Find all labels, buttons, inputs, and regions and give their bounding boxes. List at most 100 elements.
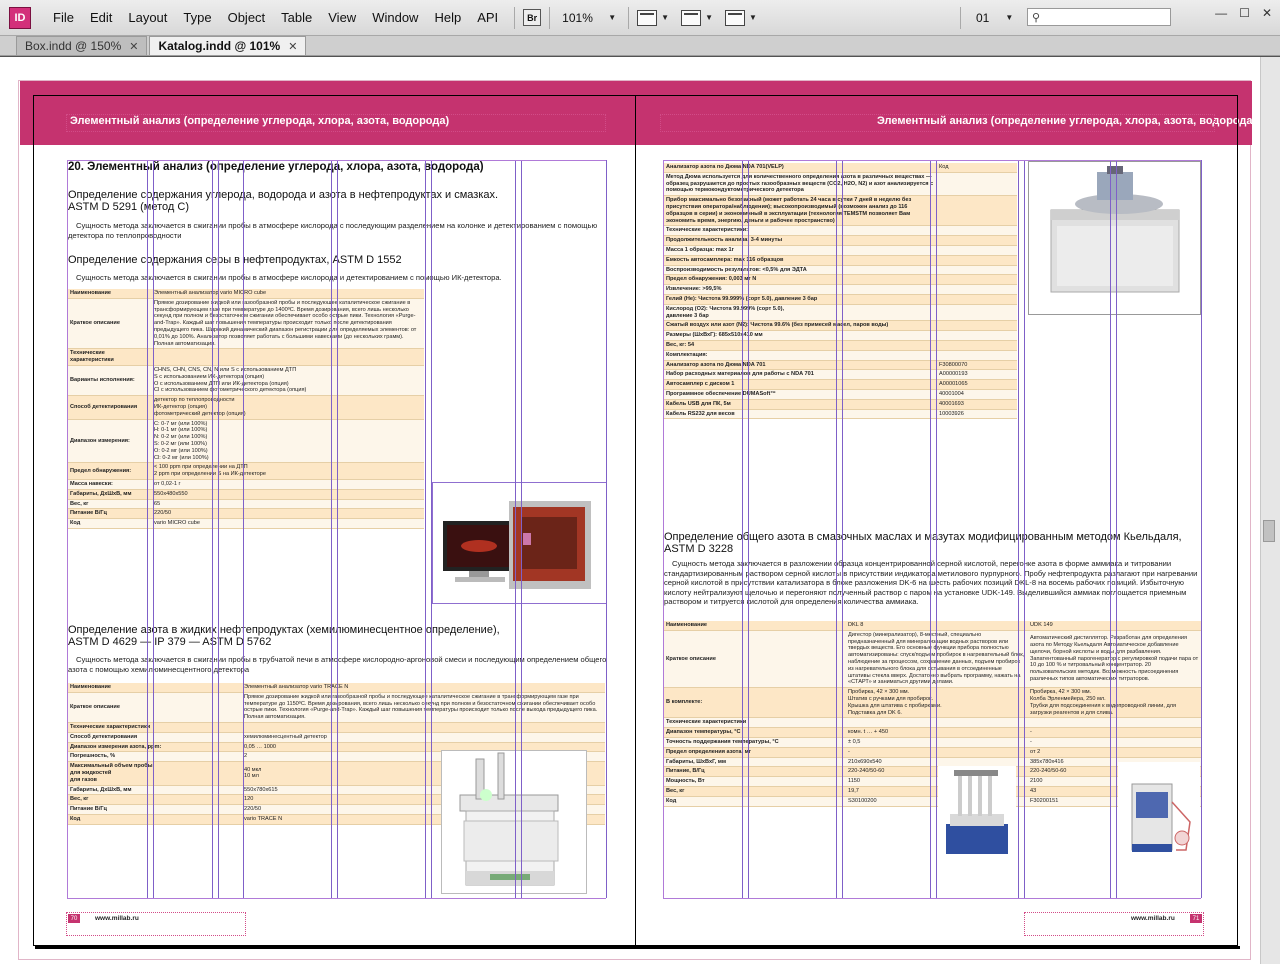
vertical-scrollbar[interactable] bbox=[1260, 57, 1280, 964]
document-canvas[interactable]: Элементный анализ (определение углерода,… bbox=[0, 57, 1260, 964]
search-input[interactable]: ⚲ bbox=[1027, 8, 1171, 26]
section-paragraph: Сущность метода заключается в сжигании п… bbox=[76, 273, 502, 282]
footer-frame-outline bbox=[66, 912, 246, 936]
menu-table[interactable]: Table bbox=[281, 10, 313, 25]
column-guide bbox=[748, 160, 749, 898]
menu-edit[interactable]: Edit bbox=[89, 10, 113, 25]
table-value-cell bbox=[937, 245, 1017, 256]
column-guide bbox=[521, 160, 522, 898]
menu-file[interactable]: File bbox=[53, 10, 74, 25]
chevron-down-icon: ▼ bbox=[608, 13, 617, 22]
analyzer-photo-icon bbox=[459, 752, 559, 886]
table-value-cell: 210х690х540 bbox=[846, 757, 1028, 768]
table-label-cell: Продолжительность анализа: 3-4 минуты bbox=[664, 235, 937, 246]
table-row: Предел определения азота, мг-от 2 bbox=[664, 747, 1201, 758]
table-label-cell: Наименование bbox=[68, 683, 242, 693]
column-guide bbox=[243, 160, 244, 898]
arrange-documents-dropdown[interactable]: ▼ bbox=[725, 7, 757, 29]
table-value-cell: 10003926 bbox=[937, 409, 1017, 420]
page-shadow bbox=[35, 946, 1240, 949]
menu-layout[interactable]: Layout bbox=[128, 10, 168, 25]
tab-box-indd[interactable]: Box.indd @ 150%✕ bbox=[16, 36, 148, 55]
table-label-cell: Предел обнаружения: bbox=[68, 462, 152, 480]
column-guide bbox=[331, 160, 332, 898]
menu-help[interactable]: Help bbox=[434, 10, 462, 25]
workspace-dropdown[interactable]: 01▼ bbox=[976, 7, 1013, 29]
table-row: Технические характеристики bbox=[68, 348, 424, 366]
table-value-cell: 2 bbox=[242, 751, 605, 763]
table-label-cell: Код bbox=[664, 796, 846, 807]
table-label-cell: Диапазон измерения азота, ppm: bbox=[68, 742, 242, 753]
table-label-cell: Анализатор азота по Дюма NDA 701 bbox=[664, 360, 937, 371]
table-value-cell: Элементный анализатор vario TRACE N bbox=[242, 683, 605, 693]
menu-window[interactable]: Window bbox=[372, 10, 419, 25]
table-label-cell: Комплектация: bbox=[664, 350, 937, 361]
menu-api[interactable]: API bbox=[477, 10, 499, 25]
table-row: Масса навески:от 0,02-1 г bbox=[68, 479, 424, 490]
table-row: Варианты исполнения:CHNS, CHN, CNS, CN, … bbox=[68, 365, 424, 397]
table-row: Анализатор азота по Дюма NDA 701(VELP)Ко… bbox=[664, 163, 1017, 173]
table-value-cell: 385х780х416 bbox=[1028, 757, 1201, 768]
table-value-cell: F30200151 bbox=[1028, 796, 1201, 807]
text-frame-outline bbox=[660, 114, 1215, 132]
table-label-cell: Краткое описание bbox=[68, 692, 242, 723]
scrollbar-thumb[interactable] bbox=[1263, 520, 1275, 542]
table-label-cell: Мощность, Вт bbox=[664, 776, 846, 787]
table-value-cell: Пробирка, 42 × 300 мм. Штатив с ручками … bbox=[846, 687, 1028, 719]
digestor-photo-icon bbox=[946, 770, 1008, 854]
margin-guide bbox=[663, 160, 664, 898]
table-label-cell: Анализатор азота по Дюма NDA 701(VELP) bbox=[664, 163, 937, 173]
table-value-cell: Элементный анализатор vario MICRO cube bbox=[152, 289, 424, 299]
product-image-vario-micro[interactable] bbox=[432, 482, 607, 604]
table-row: Воспроизводимость результатов: <0,5% для… bbox=[664, 265, 1017, 276]
view-options-dropdown[interactable]: ▼ bbox=[637, 7, 669, 29]
table-value-cell: 40001004 bbox=[937, 389, 1017, 400]
product-image-dkl-8[interactable] bbox=[938, 766, 1016, 860]
close-icon[interactable]: ✕ bbox=[288, 40, 298, 53]
table-value-cell: DKL 8 bbox=[846, 621, 1028, 631]
document-tab-bar: Box.indd @ 150%✕ Katalog.indd @ 101%✕ bbox=[0, 36, 1280, 56]
table-value-cell: 550х780х615 bbox=[242, 785, 605, 796]
section-heading-sulfur: Определение содержания серы в нефтепроду… bbox=[68, 254, 402, 266]
close-icon[interactable]: ✕ bbox=[1261, 6, 1272, 20]
close-icon[interactable]: ✕ bbox=[129, 40, 139, 53]
menu-object[interactable]: Object bbox=[227, 10, 266, 25]
screen-mode-dropdown[interactable]: ▼ bbox=[681, 7, 713, 29]
product-image-vario-trace[interactable] bbox=[441, 750, 587, 894]
zoom-level-dropdown[interactable]: 101%▼ bbox=[558, 8, 620, 28]
table-row: Диапазон измерения азота, ppm:0,05 … 100… bbox=[68, 742, 605, 753]
table-value-cell: Автоматический дистиллятор. Разработан д… bbox=[1028, 630, 1201, 689]
product-image-nda-701[interactable] bbox=[1028, 161, 1201, 315]
table-label-cell: Точность поддержания температуры, °С bbox=[664, 737, 846, 748]
menu-type[interactable]: Type bbox=[183, 10, 212, 25]
table-label-cell: Сжатый воздух или азот (N2): Чистота 99.… bbox=[664, 320, 937, 332]
tab-katalog-indd[interactable]: Katalog.indd @ 101%✕ bbox=[149, 36, 307, 55]
menu-view[interactable]: View bbox=[328, 10, 357, 25]
table-label-cell: Масса 1 образца: max 1г bbox=[664, 245, 937, 256]
chevron-down-icon: ▼ bbox=[749, 13, 757, 22]
table-row: Технические характеристики bbox=[68, 722, 605, 733]
table-label-cell: Автосамплер с диском 1 bbox=[664, 379, 937, 390]
table-value-cell: Пробирка, 42 × 300 мм. Колба Эрленмейера… bbox=[1028, 687, 1201, 719]
column-guide bbox=[515, 160, 516, 898]
column-guide bbox=[337, 160, 338, 898]
table-row: Диапазон измерения:C: 0-7 мг (или 100%) … bbox=[68, 419, 424, 464]
minimize-icon[interactable]: — bbox=[1215, 6, 1228, 20]
table-value-cell: Прямое дозирование жидкой или газообразн… bbox=[152, 298, 424, 350]
footer-frame-outline bbox=[1024, 912, 1204, 936]
product-image-udk-149[interactable] bbox=[1118, 762, 1200, 860]
maximize-icon[interactable]: ☐ bbox=[1239, 6, 1250, 20]
table-row: Комплектация: bbox=[664, 350, 1017, 361]
bridge-button[interactable]: Br bbox=[523, 9, 542, 26]
